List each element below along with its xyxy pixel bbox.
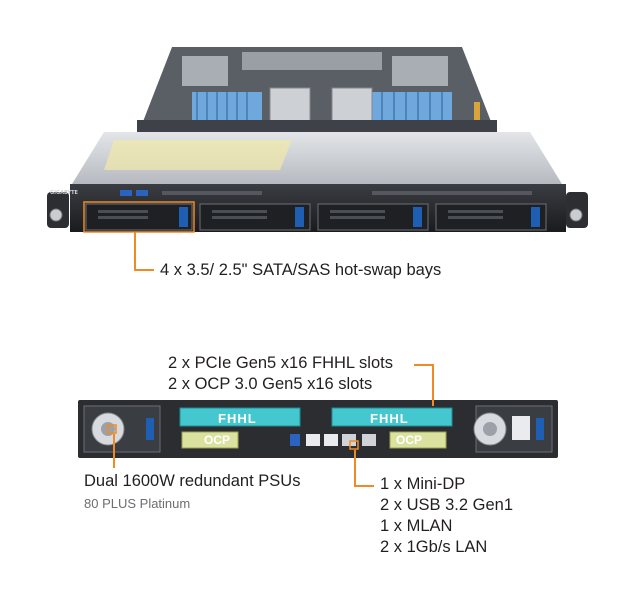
- io-callout-line-3: 1 x MLAN: [380, 517, 453, 535]
- slots-callout-line-v: [432, 364, 434, 406]
- fhhl-slot-right: [331, 407, 453, 427]
- psu-subcallout: 80 PLUS Platinum: [84, 496, 191, 511]
- ocp-label-left: OCP: [204, 433, 231, 447]
- fhhl-label-right: FHHL: [370, 411, 409, 426]
- slots-callout-line-2: 2 x OCP 3.0 Gen5 x16 slots: [168, 375, 373, 393]
- io-callout-line-h: [354, 485, 374, 487]
- ocp-label-right: OCP: [396, 433, 423, 447]
- bays-callout-line-h: [134, 269, 154, 271]
- io-callout-line-1: 1 x Mini-DP: [380, 475, 466, 493]
- brand-badge: GIGABYTE: [50, 190, 78, 196]
- fhhl-label-left: FHHL: [218, 411, 257, 426]
- psu-callout-line: [113, 434, 115, 468]
- io-callout: 1 x Mini-DP 2 x USB 3.2 Gen1 1 x MLAN 2 …: [380, 474, 513, 558]
- slots-callout-line-1: 2 x PCIe Gen5 x16 FHHL slots: [168, 354, 393, 372]
- fhhl-slot-left: [179, 407, 301, 427]
- io-callout-line-v: [354, 450, 356, 486]
- rear-server-illustration: [78, 400, 558, 458]
- io-callout-line-2: 2 x USB 3.2 Gen1: [380, 496, 513, 514]
- slots-callout: 2 x PCIe Gen5 x16 FHHL slots 2 x OCP 3.0…: [168, 353, 393, 395]
- psu-callout: Dual 1600W redundant PSUs: [84, 472, 301, 490]
- bays-callout-line-v: [134, 232, 136, 270]
- front-server-illustration: [47, 47, 588, 233]
- slots-callout-line-h: [414, 364, 434, 366]
- bays-callout: 4 x 3.5/ 2.5" SATA/SAS hot-swap bays: [160, 261, 442, 279]
- io-callout-line-4: 2 x 1Gb/s LAN: [380, 538, 488, 556]
- ocp-slot-right: [389, 431, 447, 449]
- drive-release-tabs: [179, 207, 540, 227]
- ocp-slot-left: [181, 431, 239, 449]
